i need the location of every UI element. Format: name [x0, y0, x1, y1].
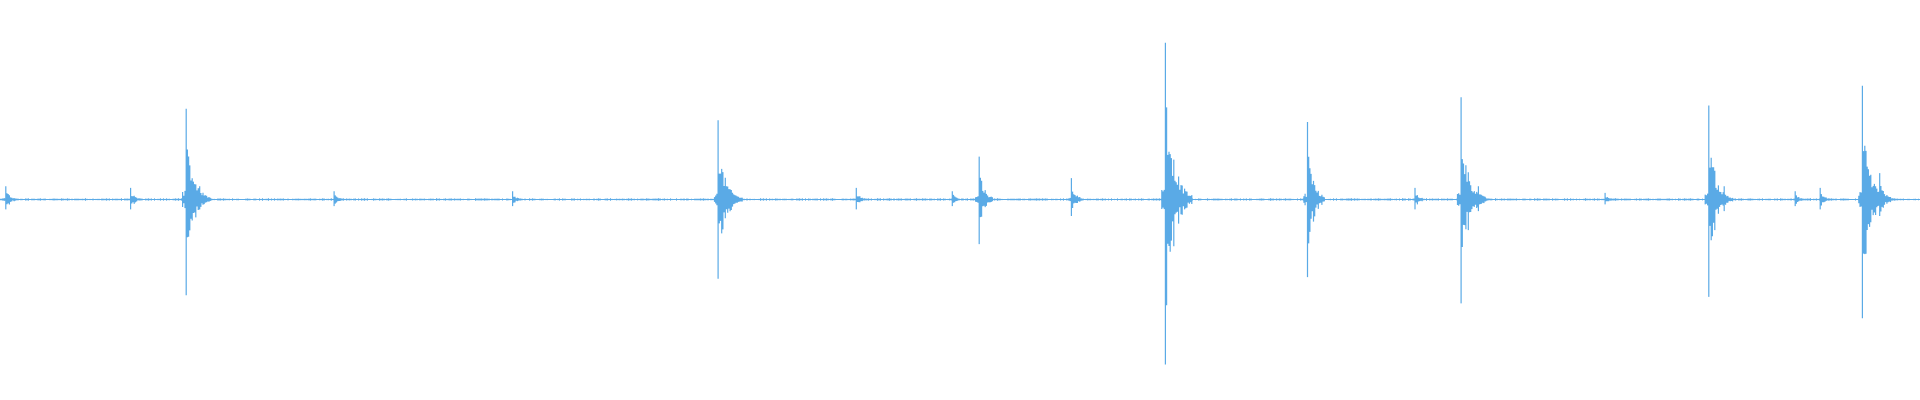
waveform-peak [1067, 178, 1084, 216]
waveform-peak [713, 120, 743, 279]
waveform-peak [1875, 173, 1896, 216]
waveform-peak [1, 186, 19, 210]
waveform-peak [1303, 122, 1325, 278]
waveform-peak [1410, 187, 1426, 210]
waveform-peak [1600, 192, 1616, 205]
waveform-peak [329, 191, 345, 207]
waveform-peak [195, 186, 214, 210]
waveform-peak [508, 191, 523, 207]
waveform-peak [1474, 186, 1491, 212]
waveform-peak [852, 187, 867, 210]
waveform-peak [1791, 191, 1806, 207]
waveform-peak [1161, 42, 1193, 365]
waveform-peak [1816, 187, 1831, 210]
waveform-peaks [0, 42, 1919, 365]
waveform-peak [126, 187, 141, 210]
waveform-peak [975, 156, 993, 245]
waveform-peak [948, 191, 963, 207]
waveform-peak [1720, 186, 1737, 212]
waveform-peak [182, 108, 211, 296]
